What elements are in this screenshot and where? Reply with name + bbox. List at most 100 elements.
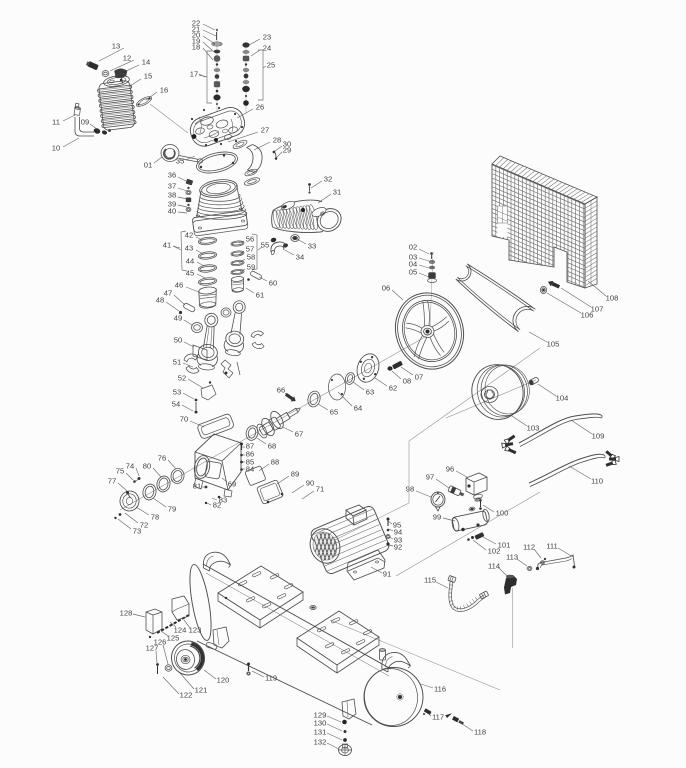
- svg-text:14: 14: [142, 58, 150, 67]
- svg-text:38: 38: [168, 191, 176, 200]
- svg-text:58: 58: [247, 253, 255, 262]
- svg-text:92: 92: [394, 543, 402, 552]
- svg-text:100: 100: [496, 509, 509, 518]
- svg-text:107: 107: [591, 305, 604, 314]
- svg-text:44: 44: [186, 257, 194, 266]
- svg-text:24: 24: [263, 44, 271, 53]
- svg-text:113: 113: [506, 553, 518, 562]
- svg-text:120: 120: [217, 676, 230, 685]
- svg-text:05: 05: [409, 268, 417, 277]
- svg-text:115: 115: [424, 576, 436, 585]
- svg-text:99: 99: [433, 513, 441, 522]
- svg-text:59: 59: [247, 263, 255, 272]
- svg-text:11: 11: [52, 118, 60, 127]
- svg-text:96: 96: [446, 465, 454, 474]
- svg-text:104: 104: [556, 394, 569, 403]
- svg-text:19: 19: [192, 37, 200, 46]
- svg-text:106: 106: [581, 311, 594, 320]
- svg-text:01: 01: [144, 161, 152, 170]
- svg-text:80: 80: [143, 462, 151, 471]
- svg-text:15: 15: [144, 72, 152, 81]
- svg-text:84: 84: [246, 465, 254, 474]
- svg-text:34: 34: [296, 253, 304, 262]
- svg-text:114: 114: [488, 562, 500, 571]
- svg-text:53: 53: [173, 388, 181, 397]
- svg-text:87: 87: [246, 442, 254, 451]
- svg-text:08: 08: [403, 377, 411, 386]
- svg-text:50: 50: [174, 336, 182, 345]
- svg-text:71: 71: [316, 485, 324, 494]
- svg-text:97: 97: [426, 473, 434, 482]
- svg-text:03: 03: [409, 253, 417, 262]
- svg-text:81: 81: [193, 482, 201, 491]
- svg-text:105: 105: [547, 340, 560, 349]
- svg-text:122: 122: [180, 691, 193, 700]
- svg-text:45: 45: [186, 269, 194, 278]
- svg-text:32: 32: [324, 175, 332, 184]
- svg-text:131: 131: [314, 728, 327, 737]
- svg-text:93: 93: [394, 536, 402, 545]
- svg-text:28: 28: [273, 136, 281, 145]
- svg-text:09: 09: [81, 118, 89, 127]
- svg-text:121: 121: [195, 686, 208, 695]
- svg-text:56: 56: [246, 235, 254, 244]
- svg-text:41: 41: [163, 241, 171, 250]
- svg-text:61: 61: [256, 291, 264, 300]
- svg-text:98: 98: [406, 485, 414, 494]
- svg-text:72: 72: [140, 521, 148, 530]
- svg-text:82: 82: [213, 501, 221, 510]
- svg-text:46: 46: [175, 281, 183, 290]
- svg-text:86: 86: [246, 450, 254, 459]
- svg-text:89: 89: [291, 470, 299, 479]
- svg-text:49: 49: [174, 314, 182, 323]
- svg-text:17: 17: [190, 70, 198, 79]
- svg-text:124: 124: [174, 626, 187, 635]
- svg-text:35: 35: [176, 157, 184, 166]
- svg-text:129: 129: [314, 711, 327, 720]
- svg-text:90: 90: [306, 479, 314, 488]
- svg-text:70: 70: [180, 415, 188, 424]
- svg-text:123: 123: [189, 626, 202, 635]
- svg-text:54: 54: [172, 400, 180, 409]
- svg-text:130: 130: [314, 719, 327, 728]
- svg-text:68: 68: [268, 442, 276, 451]
- svg-text:125: 125: [167, 634, 180, 643]
- svg-text:30: 30: [283, 140, 291, 149]
- svg-text:119: 119: [265, 674, 277, 683]
- svg-text:88: 88: [271, 458, 279, 467]
- svg-text:127: 127: [146, 644, 159, 653]
- svg-text:42: 42: [185, 231, 193, 240]
- svg-text:111: 111: [546, 542, 558, 551]
- svg-text:60: 60: [269, 279, 277, 288]
- svg-text:62: 62: [389, 384, 397, 393]
- svg-text:04: 04: [409, 260, 417, 269]
- svg-text:112: 112: [523, 543, 535, 552]
- svg-text:103: 103: [527, 424, 540, 433]
- svg-text:36: 36: [168, 171, 176, 180]
- svg-text:33: 33: [308, 242, 316, 251]
- svg-text:23: 23: [263, 33, 271, 42]
- svg-text:02: 02: [409, 243, 417, 252]
- svg-text:110: 110: [591, 477, 603, 486]
- svg-text:39: 39: [168, 200, 176, 209]
- svg-text:78: 78: [151, 513, 159, 522]
- svg-text:95: 95: [393, 521, 401, 530]
- svg-text:117: 117: [432, 713, 444, 722]
- svg-text:94: 94: [394, 528, 402, 537]
- svg-text:26: 26: [256, 103, 264, 112]
- svg-text:67: 67: [295, 430, 303, 439]
- svg-text:29: 29: [283, 146, 291, 155]
- svg-text:132: 132: [314, 738, 327, 747]
- svg-text:83: 83: [219, 496, 227, 505]
- svg-text:118: 118: [474, 728, 486, 737]
- svg-text:18: 18: [192, 43, 200, 52]
- svg-text:21: 21: [192, 25, 200, 34]
- svg-text:76: 76: [158, 454, 166, 463]
- svg-text:108: 108: [606, 294, 619, 303]
- svg-text:75: 75: [116, 467, 124, 476]
- svg-text:47: 47: [164, 289, 172, 298]
- svg-text:20: 20: [192, 31, 200, 40]
- svg-text:116: 116: [434, 685, 446, 694]
- svg-text:66: 66: [277, 386, 285, 395]
- svg-text:55: 55: [261, 241, 269, 250]
